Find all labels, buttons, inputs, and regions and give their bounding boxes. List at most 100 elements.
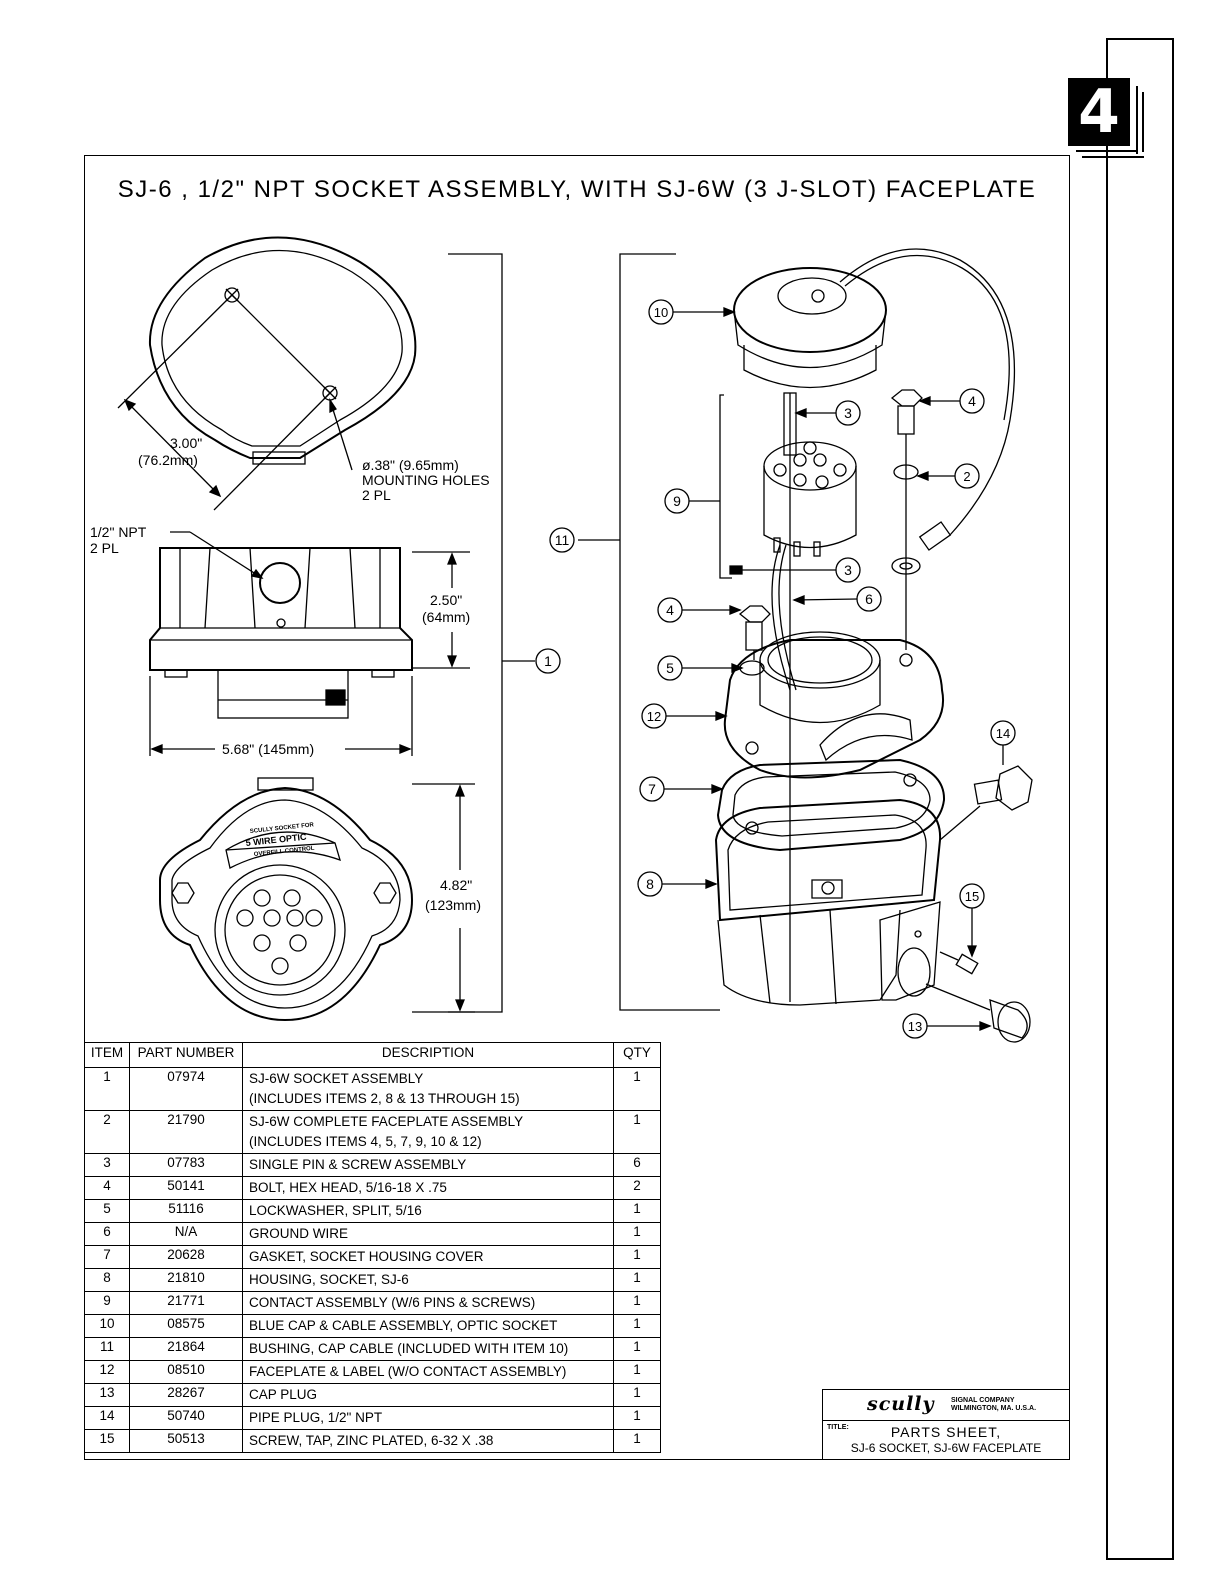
callout-3: 3 [844,405,852,421]
item-cell: 8 [84,1268,130,1292]
section-number-tab: 4 [1068,78,1130,146]
company-logo: scully [867,1393,935,1415]
callout-13: 13 [908,1019,922,1034]
qty-cell: 1 [613,1314,661,1338]
qty-cell: 1 [613,1360,661,1384]
qty-cell: 1 [613,1222,661,1246]
dim-mount-spacing-mm: (76.2mm) [138,452,198,468]
description-cell: SINGLE PIN & SCREW ASSEMBLY [242,1153,614,1177]
company-location: WILMINGTON, MA. U.S.A. [951,1405,1037,1412]
part-number-cell: 21771 [129,1291,243,1315]
qty-cell: 1 [613,1245,661,1269]
dim-npt: 1/2" NPT [90,524,147,540]
part-number-cell: 28267 [129,1383,243,1407]
description-line: BLUE CAP & CABLE ASSEMBLY, OPTIC SOCKET [249,1318,558,1333]
dim-mount-spacing: 3.00" [170,435,202,451]
description-line: SCREW, TAP, ZINC PLATED, 6-32 X .38 [249,1433,494,1448]
top-view [117,236,417,511]
dim-face-height: 4.82" [440,877,472,893]
item-cell: 6 [84,1222,130,1246]
description-line: BUSHING, CAP CABLE (INCLUDED WITH ITEM 1… [249,1341,569,1356]
description-line: SJ-6W SOCKET ASSEMBLY [249,1071,424,1086]
description-cell: BLUE CAP & CABLE ASSEMBLY, OPTIC SOCKET [242,1314,614,1338]
callout-11: 2 [963,469,970,484]
callout-14: 14 [996,726,1010,741]
description-line: GROUND WIRE [249,1226,348,1241]
qty-cell: 1 [613,1429,661,1453]
tab-shadow [1136,86,1138,154]
dim-width: 5.68" (145mm) [222,741,314,757]
callout-8: 8 [646,876,654,892]
item-cell: 1 [84,1067,130,1111]
exploded-view [578,248,1033,1043]
callout-6: 6 [865,591,873,607]
qty-cell: 1 [613,1110,661,1154]
part-number-cell: 50740 [129,1406,243,1430]
description-cell: SJ-6W COMPLETE FACEPLATE ASSEMBLY(INCLUD… [242,1110,614,1154]
dim-height: 2.50" [430,592,462,608]
callout-12: 12 [647,709,661,724]
qty-cell: 1 [613,1406,661,1430]
part-number-cell: 50513 [129,1429,243,1453]
company-name: SIGNAL COMPANY [951,1397,1015,1404]
tab-shadow [1142,92,1144,152]
tab-shadow [1082,156,1144,158]
item-cell: 15 [84,1429,130,1453]
col-part-number: PART NUMBER [129,1042,243,1068]
dim-hole-diameter: ø.38" (9.65mm) [362,457,459,473]
callout-2: 11 [555,532,570,548]
description-cell: GASKET, SOCKET HOUSING COVER [242,1245,614,1269]
callout-7: 7 [648,781,656,797]
part-number-cell: 21810 [129,1268,243,1292]
item-cell: 5 [84,1199,130,1223]
side-view [149,531,470,756]
callout-1: 1 [544,653,552,669]
description-line: (INCLUDES ITEMS 2, 8 & 13 THROUGH 15) [249,1091,520,1106]
dim-hole-qty: 2 PL [362,487,391,503]
description-cell: FACEPLATE & LABEL (W/O CONTACT ASSEMBLY) [242,1360,614,1384]
col-description: DESCRIPTION [242,1042,614,1068]
title-block-logo-row: scully SIGNAL COMPANY WILMINGTON, MA. U.… [823,1390,1069,1421]
description-line: HOUSING, SOCKET, SJ-6 [249,1272,409,1287]
part-number-cell: 51116 [129,1199,243,1223]
front-view [159,777,475,1022]
dim-npt-qty: 2 PL [90,540,119,556]
callout-4: 4 [968,393,976,409]
description-cell: SJ-6W SOCKET ASSEMBLY (INCLUDES ITEMS 2, … [242,1067,614,1111]
sheet-title: SJ-6 , 1/2" NPT SOCKET ASSEMBLY, WITH SJ… [117,176,1037,203]
description-cell: SCREW, TAP, ZINC PLATED, 6-32 X .38 [242,1429,614,1453]
drawing-title-line1: PARTS SHEET, [890,1424,1002,1440]
title-block: scully SIGNAL COMPANY WILMINGTON, MA. U.… [822,1389,1070,1460]
item-cell: 14 [84,1406,130,1430]
part-number-cell: 21864 [129,1337,243,1361]
part-number-cell: 20628 [129,1245,243,1269]
company-address: SIGNAL COMPANY WILMINGTON, MA. U.S.A. [951,1397,1036,1413]
part-number-cell: 08575 [129,1314,243,1338]
qty-cell: 1 [613,1291,661,1315]
item-cell: 4 [84,1176,130,1200]
item-cell: 12 [84,1360,130,1384]
qty-cell: 1 [613,1383,661,1407]
description-line: FACEPLATE & LABEL (W/O CONTACT ASSEMBLY) [249,1364,567,1379]
drawing-sheet: SJ-6 , 1/2" NPT SOCKET ASSEMBLY, WITH SJ… [84,155,1070,1460]
description-cell: BUSHING, CAP CABLE (INCLUDED WITH ITEM 1… [242,1337,614,1361]
part-number-cell: 21790 [129,1110,243,1154]
callout-3: 3 [844,562,852,578]
description-line: BOLT, HEX HEAD, 5/16-18 X .75 [249,1180,447,1195]
qty-cell: 1 [613,1199,661,1223]
part-number-cell: 50141 [129,1176,243,1200]
